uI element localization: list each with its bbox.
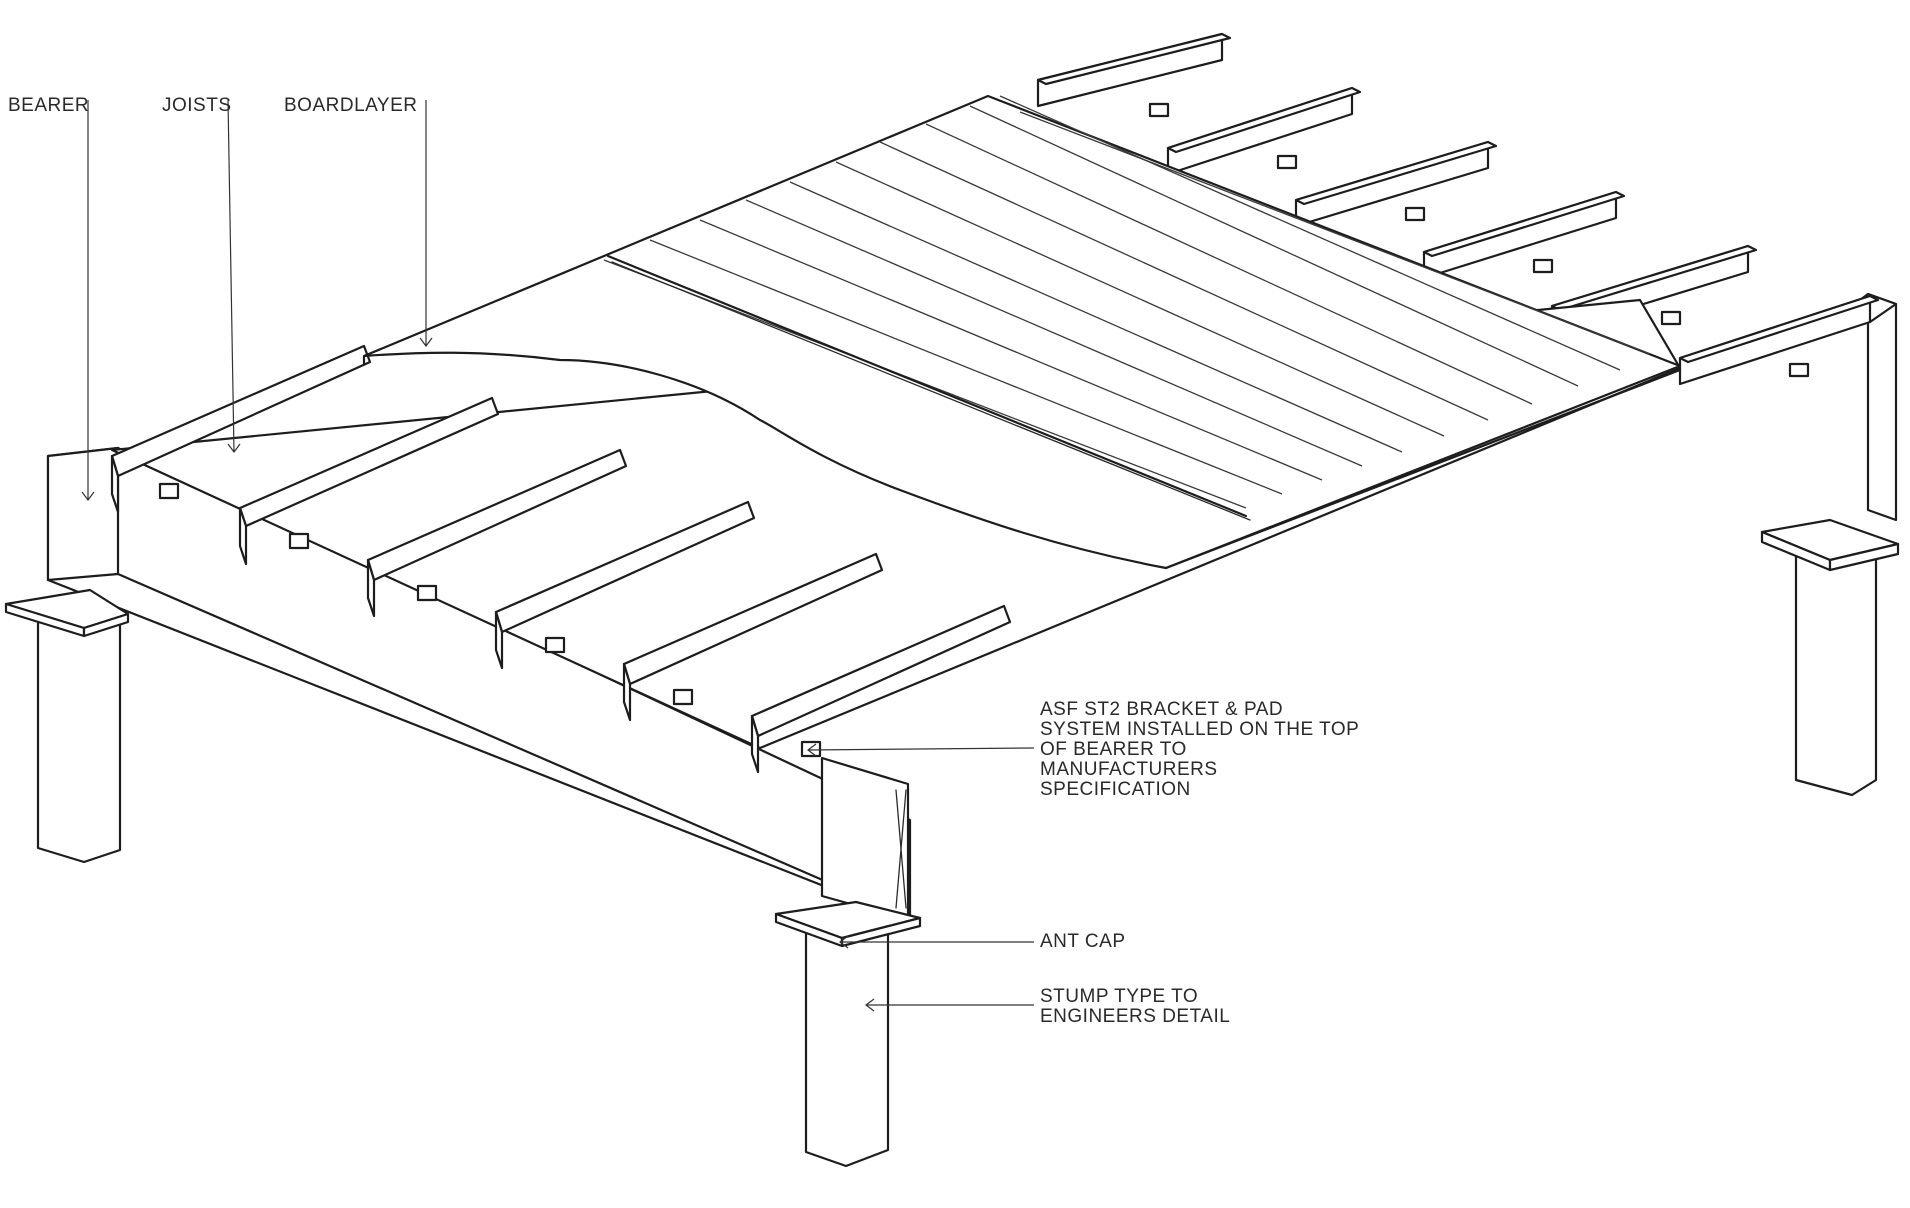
stump-note-line: STUMP TYPE TO	[1040, 986, 1199, 1007]
board-layer	[362, 94, 1682, 570]
bearer-front	[46, 446, 912, 922]
stump-front-left	[4, 588, 130, 864]
bearer-mid-end	[820, 756, 910, 922]
stump-note-line: ENGINEERS DETAIL	[1040, 1006, 1231, 1027]
joist-ends-right	[1036, 32, 1880, 386]
bracket-note-line: ASF ST2 BRACKET & PAD	[1040, 699, 1284, 720]
label-joists: JOISTS	[162, 95, 232, 116]
bracket-note-line: SPECIFICATION	[1040, 779, 1191, 800]
leader-lines	[81, 99, 1035, 1012]
stump-back-right	[1760, 518, 1900, 797]
stump-front-center	[774, 900, 922, 1168]
label-stump-note: STUMP TYPE TO ENGINEERS DETAIL	[1040, 987, 1230, 1027]
label-bracket-note: ASF ST2 BRACKET & PAD SYSTEM INSTALLED O…	[1040, 700, 1359, 800]
bracket-note-line: SYSTEM INSTALLED ON THE TOP	[1040, 719, 1360, 740]
joists	[110, 344, 1012, 774]
bracket-note-line: OF BEARER TO	[1040, 739, 1187, 760]
label-boardlayer: BOARDLAYER	[284, 95, 418, 116]
label-ant-cap: ANT CAP	[1040, 931, 1126, 952]
label-bearer: BEARER	[8, 95, 90, 116]
bracket-note-line: MANUFACTURERS	[1040, 759, 1218, 780]
